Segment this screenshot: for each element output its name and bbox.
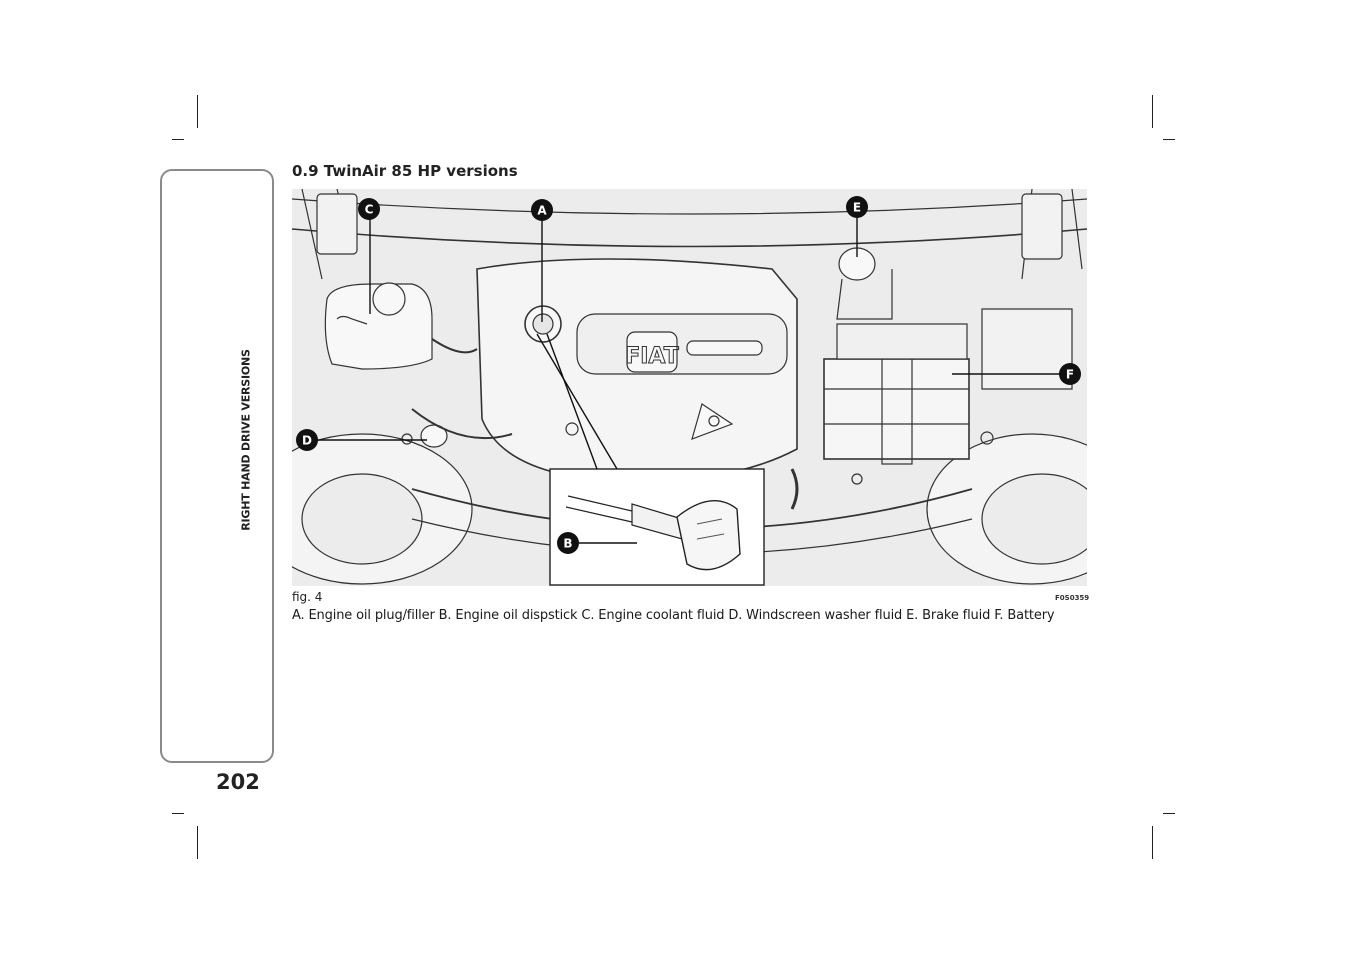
crop-mark [172, 813, 184, 814]
svg-text:B: B [563, 537, 572, 551]
svg-text:A: A [537, 204, 547, 218]
crop-mark [1163, 139, 1175, 140]
sidebar-tab [160, 169, 274, 763]
sidebar-section-label: RIGHT HAND DRIVE VERSIONS [239, 349, 253, 531]
callout-d: D [296, 429, 318, 451]
crop-mark [1152, 95, 1153, 128]
crop-mark [197, 826, 198, 859]
figure-label: fig. 4 [292, 590, 323, 604]
callout-f: F [1059, 363, 1081, 385]
svg-text:D: D [302, 434, 312, 448]
crop-mark [1163, 813, 1175, 814]
svg-text:F: F [1066, 368, 1074, 382]
callout-e: E [846, 196, 868, 218]
figure-code: F0S0359 [1055, 594, 1090, 602]
dipstick-inset [549, 468, 765, 586]
svg-text:C: C [365, 203, 374, 217]
section-title: 0.9 TwinAir 85 HP versions [292, 162, 518, 180]
svg-text:E: E [853, 201, 861, 215]
callout-c: C [358, 198, 380, 220]
callout-a: A [531, 199, 553, 221]
crop-mark [1152, 826, 1153, 859]
callout-b: B [557, 532, 579, 554]
crop-mark [172, 139, 184, 140]
engine-bay-illustration: A B C D E F FIAT [292, 189, 1087, 586]
fiat-emblem-text: FIAT [625, 344, 679, 369]
figure-caption: A. Engine oil plug/filler B. Engine oil … [292, 608, 1055, 623]
page-number: 202 [216, 770, 260, 794]
crop-mark [197, 95, 198, 128]
